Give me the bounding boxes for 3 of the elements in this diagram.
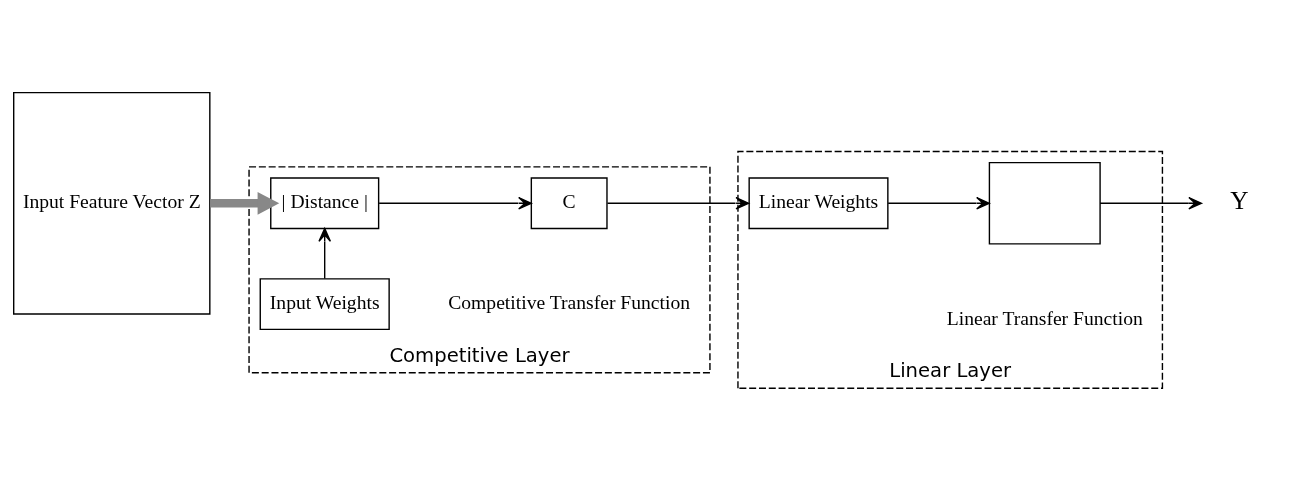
node-label: Linear Transfer Function — [946, 307, 1143, 329]
node-text: Y — [1230, 187, 1249, 215]
node-label: Competitive Transfer Function — [448, 292, 691, 314]
